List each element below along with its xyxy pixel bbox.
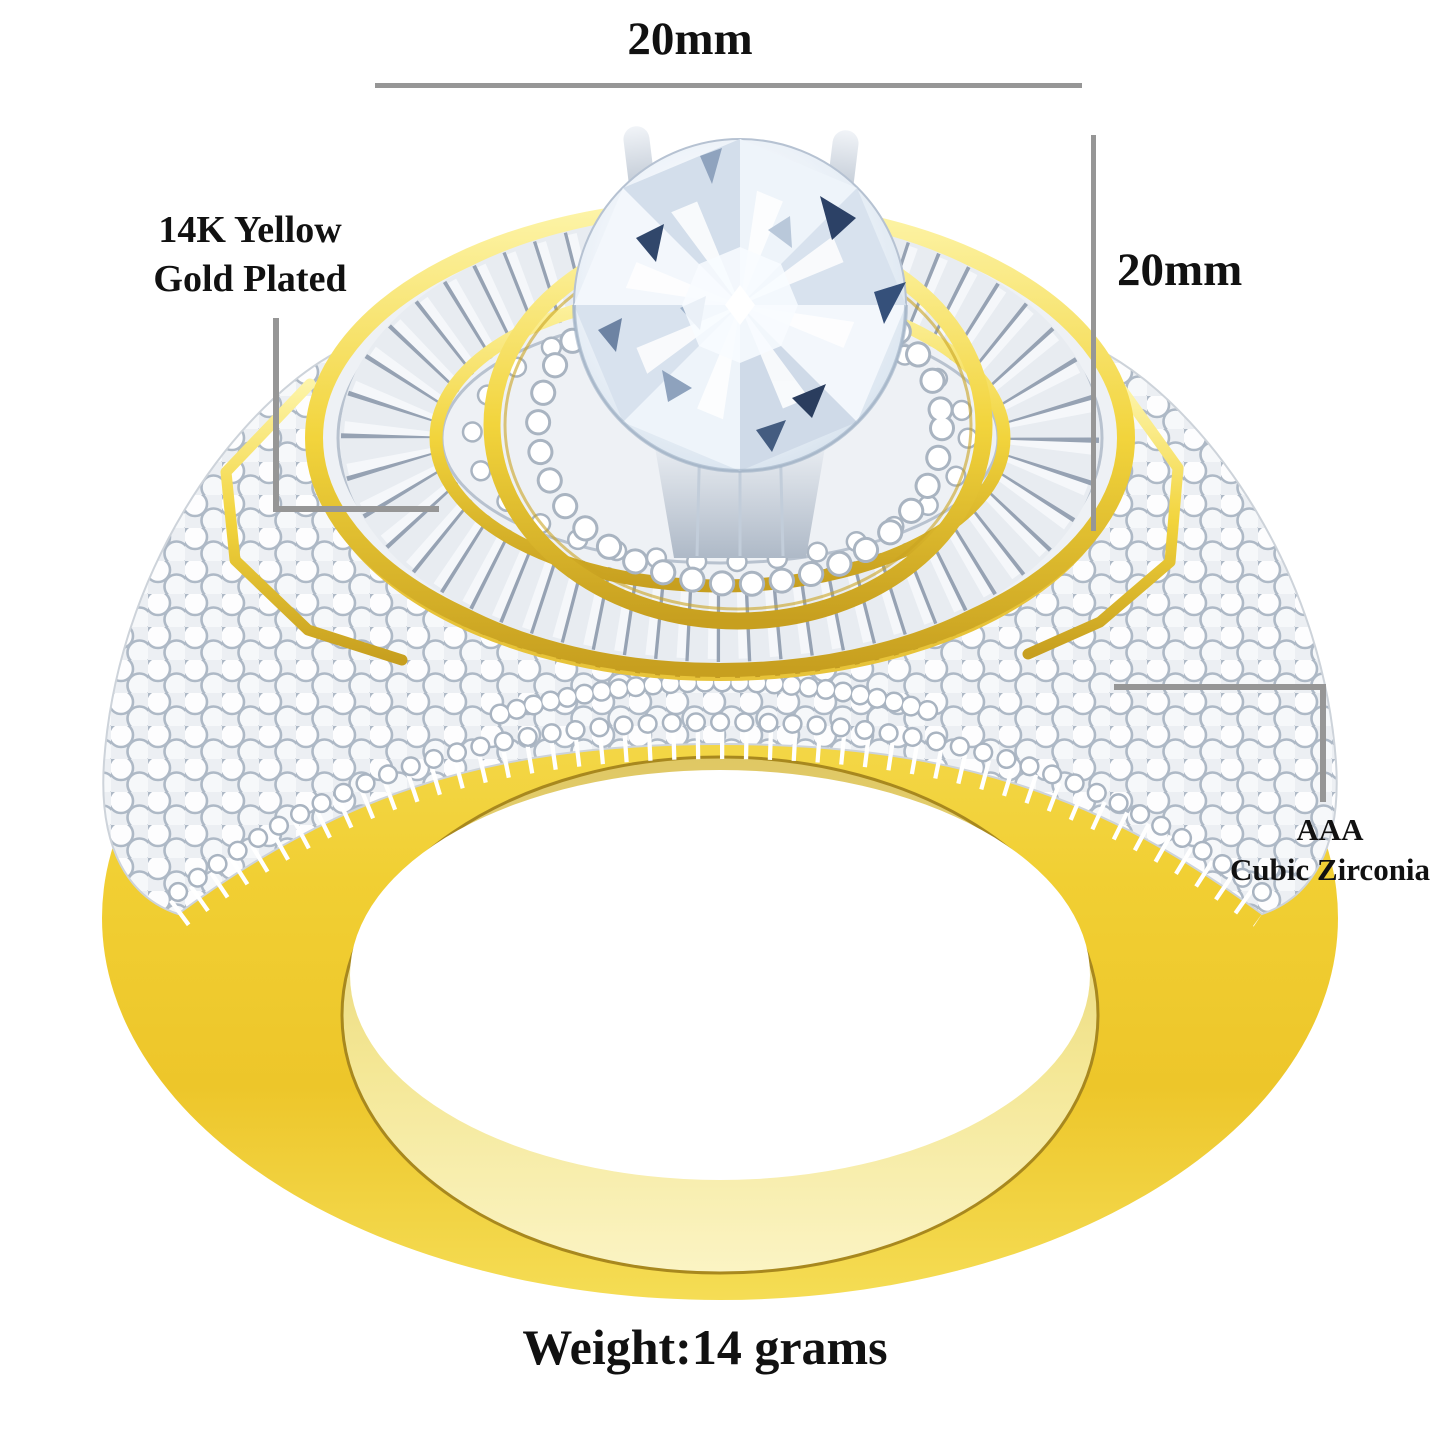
width-dimension-label: 20mm: [627, 13, 753, 65]
material-label-line2: Gold Plated: [153, 257, 347, 300]
stone-leader-horizontal: [1114, 684, 1326, 690]
material-label-line1: 14K Yellow: [158, 209, 342, 251]
center-stone: [572, 138, 908, 473]
height-dimension-label: 20mm: [1117, 244, 1243, 296]
stone-quality-label-line2: Cubic Zirconia: [1229, 852, 1431, 888]
material-leader-horizontal: [273, 506, 439, 512]
stone-quality-label-line1: AAA: [1296, 812, 1364, 847]
height-dimension-line: [1091, 135, 1096, 531]
material-leader-vertical: [273, 318, 279, 510]
material-label: 14K Yellow Gold Plated: [153, 206, 346, 303]
finger-hole: [350, 770, 1090, 1180]
weight-label: Weight:14 grams: [522, 1319, 888, 1375]
width-dimension-line: [375, 83, 1082, 88]
ring-head: [305, 126, 1135, 681]
stone-leader-vertical: [1320, 684, 1326, 802]
left-gold-bracket: [220, 378, 408, 666]
stone-quality-label: AAA Cubic Zirconia: [1230, 810, 1430, 891]
right-gold-bracket: [1022, 384, 1184, 660]
